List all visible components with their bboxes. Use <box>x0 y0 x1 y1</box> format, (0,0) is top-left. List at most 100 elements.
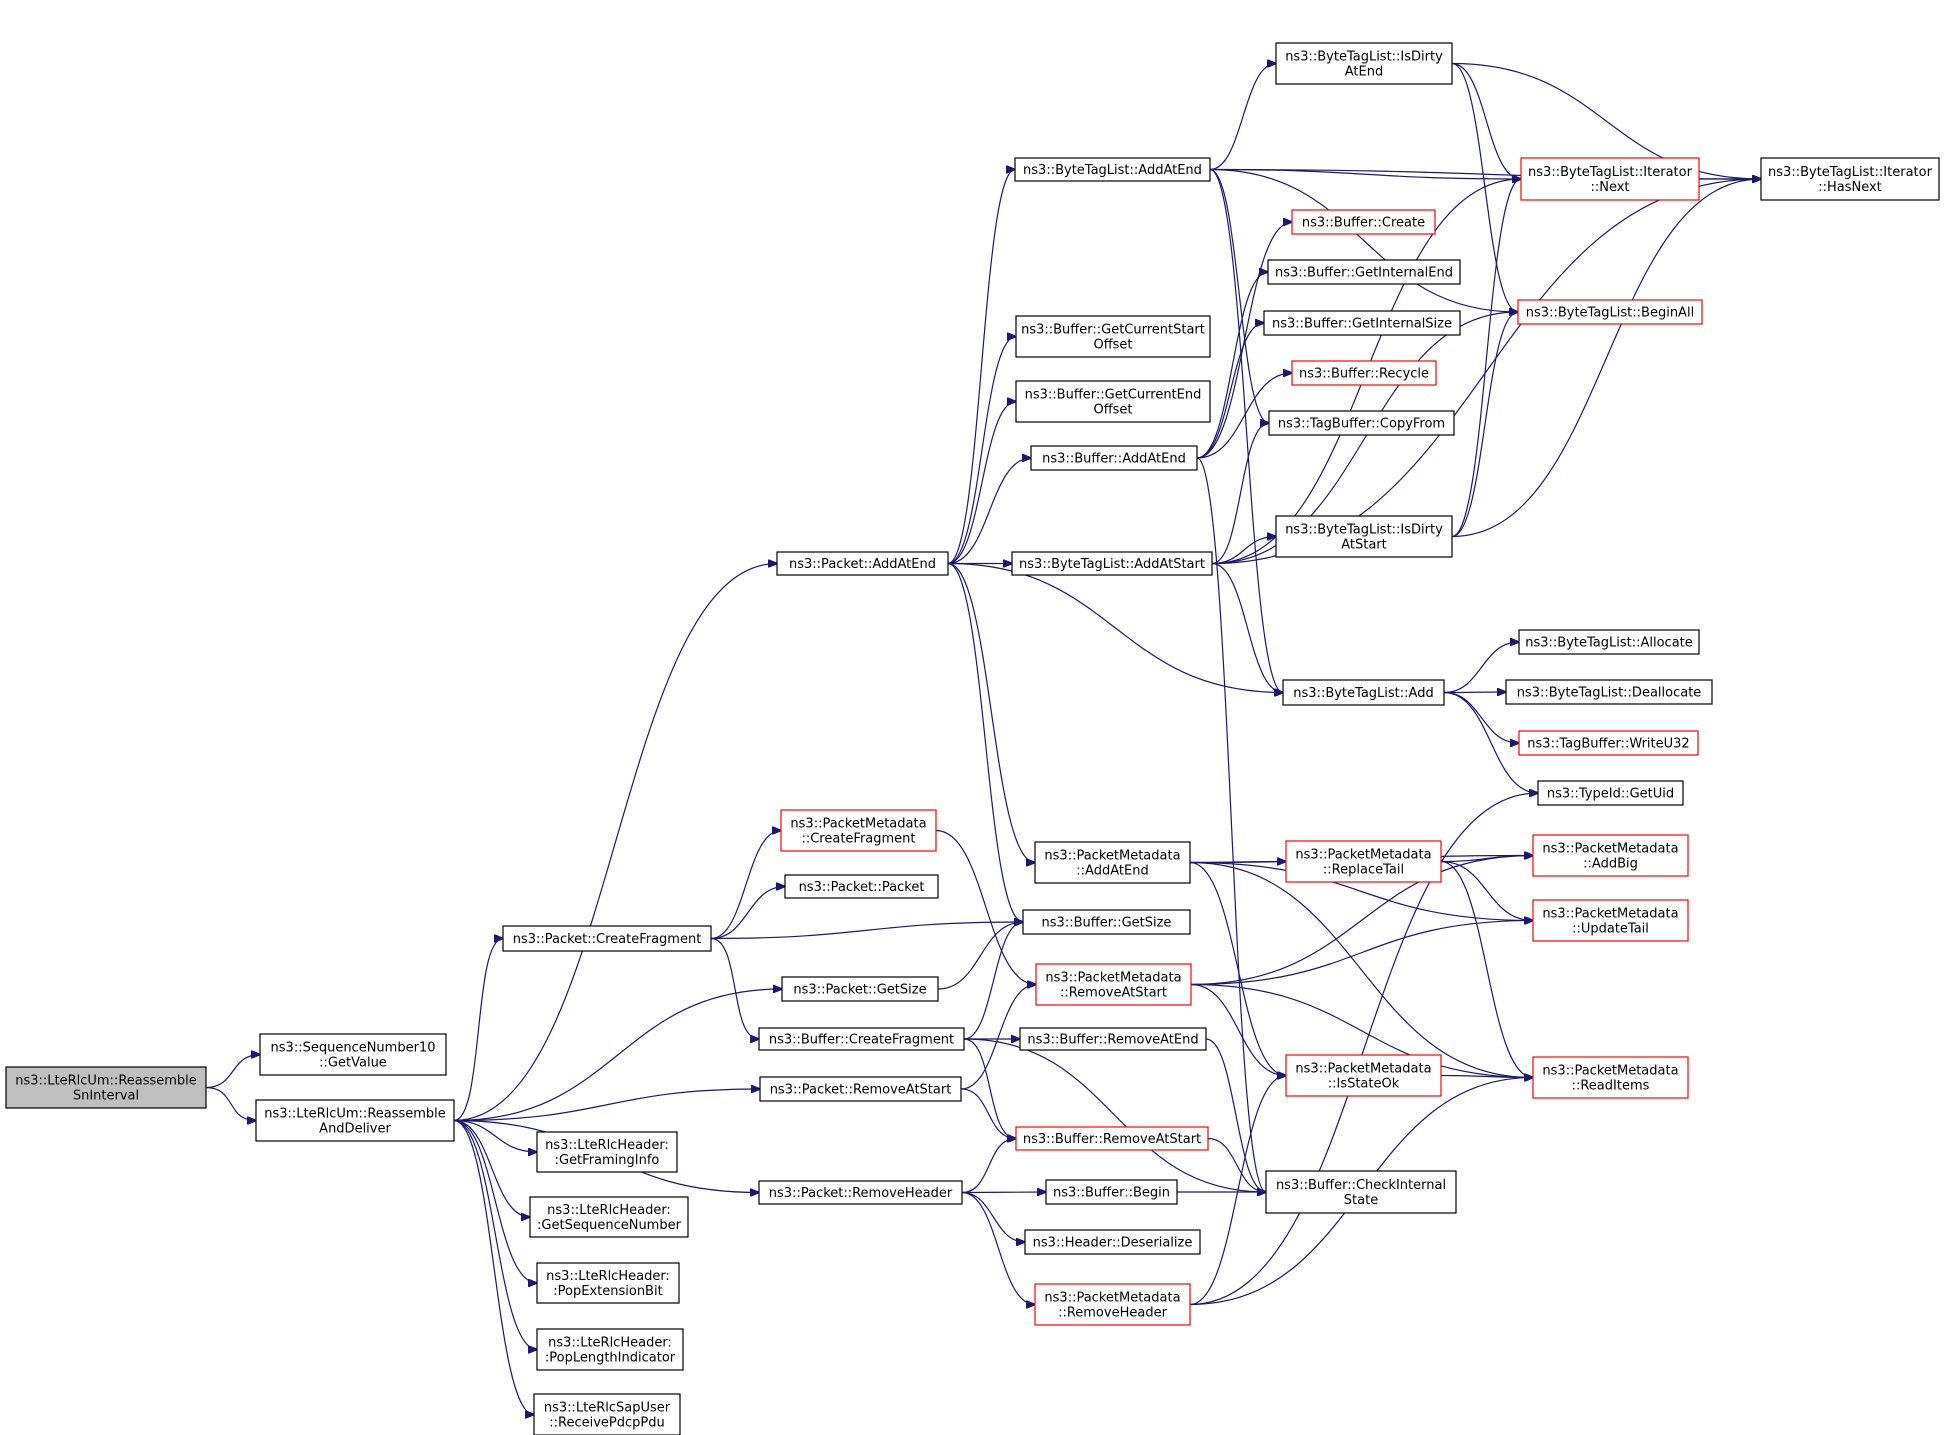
node-box[interactable] <box>781 976 939 1002</box>
node-box[interactable] <box>1532 899 1689 942</box>
node-box[interactable] <box>758 1180 963 1205</box>
node-tb_writeu32[interactable]: ns3::TagBuffer::WriteU32 <box>1518 730 1699 756</box>
node-p_getsize[interactable]: ns3::Packet::GetSize <box>781 976 939 1002</box>
node-box[interactable] <box>1014 157 1211 182</box>
node-b_create[interactable]: ns3::Buffer::Create <box>1291 209 1436 235</box>
node-h_popext[interactable]: ns3::LteRlcHeader::PopExtensionBit <box>536 1262 680 1304</box>
node-box[interactable] <box>1282 679 1445 706</box>
node-pm_isstateok[interactable]: ns3::PacketMetadata::IsStateOk <box>1285 1054 1442 1097</box>
node-btl_addatstart[interactable]: ns3::ByteTagList::AddAtStart <box>1011 551 1213 576</box>
node-box[interactable] <box>1034 1283 1191 1326</box>
node-p_packet[interactable]: ns3::Packet::Packet <box>784 874 939 899</box>
node-p_addatend[interactable]: ns3::Packet::AddAtEnd <box>776 551 949 576</box>
node-box[interactable] <box>1265 1170 1457 1214</box>
node-pm_replacetail[interactable]: ns3::PacketMetadata::ReplaceTail <box>1285 840 1442 883</box>
node-pm_removeatstart[interactable]: ns3::PacketMetadata::RemoveAtStart <box>1035 963 1192 1006</box>
node-h_deserialize[interactable]: ns3::Header::Deserialize <box>1024 1229 1201 1255</box>
node-box[interactable] <box>1537 780 1684 806</box>
node-b_getinternalend[interactable]: ns3::Buffer::GetInternalEnd <box>1267 259 1461 285</box>
node-pm_readitems[interactable]: ns3::PacketMetadata::ReadItems <box>1532 1056 1689 1099</box>
node-h_poplen[interactable]: ns3::LteRlcHeader::PopLengthIndicator <box>536 1328 684 1371</box>
node-box[interactable] <box>780 809 937 852</box>
node-box[interactable] <box>1045 1179 1178 1205</box>
node-box[interactable] <box>529 1196 689 1238</box>
node-box[interactable] <box>1285 1054 1442 1097</box>
node-p_removeheader[interactable]: ns3::Packet::RemoveHeader <box>758 1180 963 1205</box>
node-box[interactable] <box>1015 315 1211 358</box>
node-box[interactable] <box>776 551 949 576</box>
node-box[interactable] <box>758 1027 965 1051</box>
node-box[interactable] <box>1518 629 1700 655</box>
node-tb_copyfrom[interactable]: ns3::TagBuffer::CopyFrom <box>1268 410 1455 436</box>
node-b_removeatend[interactable]: ns3::Buffer::RemoveAtEnd <box>1019 1027 1207 1051</box>
node-h_getframing[interactable]: ns3::LteRlcHeader::GetFramingInfo <box>536 1131 678 1173</box>
node-box[interactable] <box>1022 909 1191 935</box>
node-box[interactable] <box>533 1393 681 1435</box>
node-box[interactable] <box>536 1131 678 1173</box>
node-pm_updatetail[interactable]: ns3::PacketMetadata::UpdateTail <box>1532 899 1689 942</box>
node-box[interactable] <box>1760 157 1940 201</box>
node-box[interactable] <box>1034 841 1191 884</box>
node-b_getsize[interactable]: ns3::Buffer::GetSize <box>1022 909 1191 935</box>
node-pm_addatend[interactable]: ns3::PacketMetadata::AddAtEnd <box>1034 841 1191 884</box>
node-b_removeatstart[interactable]: ns3::Buffer::RemoveAtStart <box>1015 1126 1209 1151</box>
node-btl_deallocate[interactable]: ns3::ByteTagList::Deallocate <box>1505 679 1713 705</box>
node-box[interactable] <box>1505 679 1713 705</box>
node-pm_removeheader[interactable]: ns3::PacketMetadata::RemoveHeader <box>1034 1283 1191 1326</box>
node-box[interactable] <box>1011 551 1213 576</box>
node-b_createfrag[interactable]: ns3::Buffer::CreateFragment <box>758 1027 965 1051</box>
node-btl_add[interactable]: ns3::ByteTagList::Add <box>1282 679 1445 706</box>
node-sn10[interactable]: ns3::SequenceNumber10::GetValue <box>259 1033 447 1076</box>
node-p_createfrag[interactable]: ns3::Packet::CreateFragment <box>502 925 712 952</box>
node-box[interactable] <box>5 1066 207 1109</box>
node-box[interactable] <box>1268 410 1455 436</box>
node-box[interactable] <box>1517 299 1703 325</box>
node-box[interactable] <box>1532 1056 1689 1099</box>
node-box[interactable] <box>1291 209 1436 235</box>
node-box[interactable] <box>1291 360 1437 386</box>
node-btl_beginall[interactable]: ns3::ByteTagList::BeginAll <box>1517 299 1703 325</box>
node-pm_addbig[interactable]: ns3::PacketMetadata::AddBig <box>1532 834 1689 877</box>
node-box[interactable] <box>1275 42 1453 85</box>
node-box[interactable] <box>1285 840 1442 883</box>
node-btl_it_hasnext[interactable]: ns3::ByteTagList::Iterator::HasNext <box>1760 157 1940 201</box>
node-box[interactable] <box>1532 834 1689 877</box>
node-box[interactable] <box>536 1328 684 1371</box>
node-box[interactable] <box>1275 515 1453 558</box>
node-box[interactable] <box>1030 445 1198 471</box>
node-box[interactable] <box>1035 963 1192 1006</box>
node-sapuser[interactable]: ns3::LteRlcSapUser::ReceivePdcpPdu <box>533 1393 681 1435</box>
node-box[interactable] <box>1520 157 1700 201</box>
node-h_getseq[interactable]: ns3::LteRlcHeader::GetSequenceNumber <box>529 1196 689 1238</box>
node-box[interactable] <box>1263 310 1461 336</box>
node-btl_addatend[interactable]: ns3::ByteTagList::AddAtEnd <box>1014 157 1211 182</box>
node-btl_allocate[interactable]: ns3::ByteTagList::Allocate <box>1518 629 1700 655</box>
node-pm_createfrag[interactable]: ns3::PacketMetadata::CreateFragment <box>780 809 937 852</box>
node-typeid_getuid[interactable]: ns3::TypeId::GetUid <box>1537 780 1684 806</box>
node-box[interactable] <box>255 1099 455 1142</box>
node-box[interactable] <box>536 1262 680 1304</box>
node-box[interactable] <box>1019 1027 1207 1051</box>
node-btl_it_next[interactable]: ns3::ByteTagList::Iterator::Next <box>1520 157 1700 201</box>
node-box[interactable] <box>1267 259 1461 285</box>
node-box[interactable] <box>259 1033 447 1076</box>
node-box[interactable] <box>1024 1229 1201 1255</box>
node-box[interactable] <box>502 925 712 952</box>
node-box[interactable] <box>1518 730 1699 756</box>
node-b_addatend[interactable]: ns3::Buffer::AddAtEnd <box>1030 445 1198 471</box>
node-box[interactable] <box>759 1076 962 1102</box>
node-box[interactable] <box>1015 380 1211 423</box>
node-p_removeatstart[interactable]: ns3::Packet::RemoveAtStart <box>759 1076 962 1102</box>
node-box[interactable] <box>1015 1126 1209 1151</box>
node-b_begin[interactable]: ns3::Buffer::Begin <box>1045 1179 1178 1205</box>
node-b_recycle[interactable]: ns3::Buffer::Recycle <box>1291 360 1437 386</box>
node-box[interactable] <box>784 874 939 899</box>
node-b_getinternalsize[interactable]: ns3::Buffer::GetInternalSize <box>1263 310 1461 336</box>
